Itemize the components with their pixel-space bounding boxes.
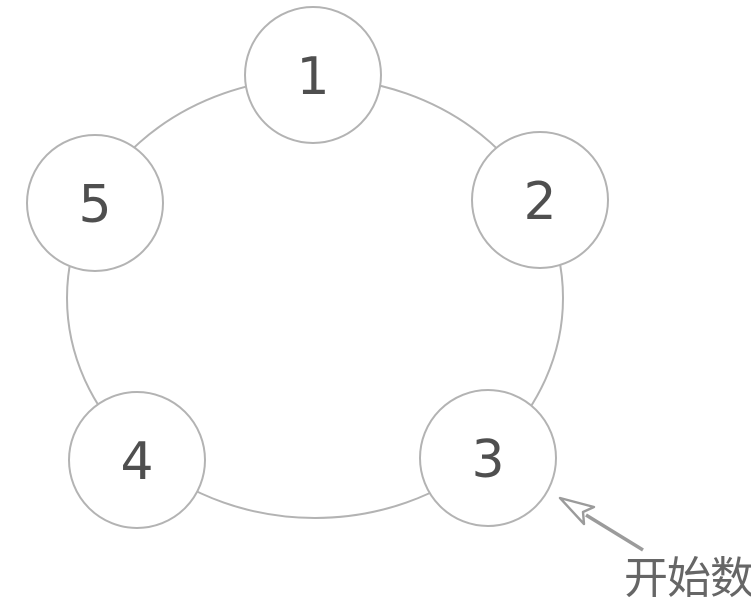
node-1: 1: [244, 6, 382, 144]
node-4-circle: [68, 391, 206, 529]
node-2-label: 2: [523, 172, 556, 232]
node-4: 4: [68, 391, 206, 529]
node-3: 3: [419, 389, 557, 527]
node-5-circle: [26, 134, 164, 272]
node-1-circle: [244, 6, 382, 144]
node-5-label: 5: [78, 175, 111, 235]
node-2: 2: [471, 131, 609, 269]
start-annotation: 开始数: [558, 496, 751, 603]
node-1-label: 1: [296, 47, 329, 107]
node-5: 5: [26, 134, 164, 272]
node-3-circle: [419, 389, 557, 527]
node-3-label: 3: [471, 430, 504, 490]
annotation-label: 开始数: [624, 553, 751, 603]
node-4-label: 4: [120, 432, 153, 492]
arrow-shaft: [585, 513, 644, 552]
arrow-head-icon: [558, 496, 596, 526]
node-2-circle: [471, 131, 609, 269]
